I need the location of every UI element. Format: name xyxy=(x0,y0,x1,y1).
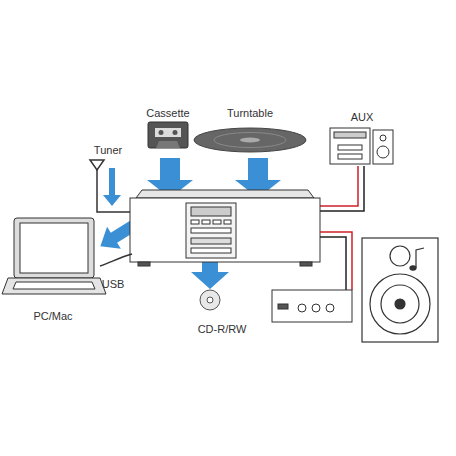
part-label: CD-R/RW xyxy=(198,323,247,335)
part-label: Turntable xyxy=(227,107,273,119)
laptop-icon xyxy=(2,218,106,294)
part-label: PC/Mac xyxy=(33,310,72,322)
part-label: Cassette xyxy=(146,107,189,119)
part-label: AUX xyxy=(351,111,374,123)
usb-cable xyxy=(100,254,132,266)
cassette-icon xyxy=(148,122,188,148)
output-wires xyxy=(320,232,352,290)
aux-stereo-icon xyxy=(330,128,393,164)
speaker-icon xyxy=(362,238,438,342)
cd-icon xyxy=(200,290,220,310)
part-label: Tuner xyxy=(94,144,122,156)
antenna-symbol xyxy=(90,160,130,212)
amplifier-icon xyxy=(272,290,352,322)
main-unit xyxy=(130,190,320,266)
aux-wires xyxy=(320,166,364,211)
record-icon xyxy=(194,128,306,152)
part-label: USB xyxy=(102,278,125,290)
